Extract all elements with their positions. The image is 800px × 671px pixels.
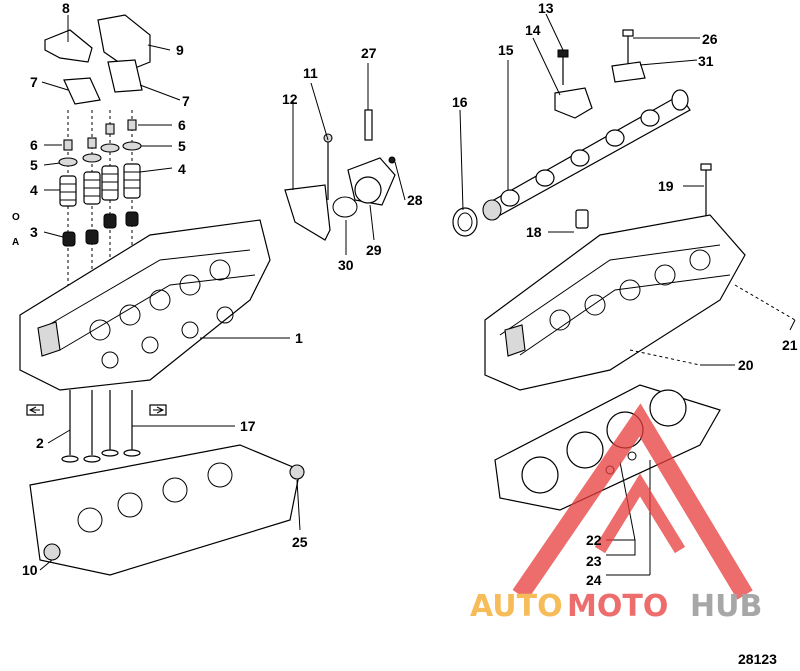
callout-4: 4 — [30, 182, 38, 198]
callout-13: 13 — [538, 0, 554, 16]
callout-23: 23 — [586, 553, 602, 569]
cam-cap-bolts — [554, 29, 712, 235]
cam-seal — [452, 207, 478, 237]
callout-19: 19 — [658, 178, 674, 194]
callout-15: 15 — [498, 42, 514, 58]
timing-bracket — [284, 109, 396, 241]
callout-5: 5 — [30, 157, 38, 173]
callout-2: 2 — [36, 435, 44, 451]
watermark-moto: MOTO — [567, 589, 668, 624]
callout-22: 22 — [586, 532, 602, 548]
callout-6: 6 — [30, 137, 38, 153]
callout-30: 30 — [338, 257, 354, 273]
callout-29: 29 — [366, 242, 382, 258]
leader-lines — [39, 13, 796, 576]
callout-17: 17 — [240, 418, 256, 434]
callout-20: 20 — [738, 357, 754, 373]
callout-11: 11 — [303, 65, 318, 81]
watermark-logo: AUTO MOTO HUB — [470, 403, 762, 624]
callout-25: 25 — [292, 534, 308, 550]
callout-5: 5 — [178, 138, 186, 154]
valves — [26, 390, 167, 463]
callout-27: 27 — [361, 45, 377, 61]
callout-7: 7 — [182, 93, 190, 109]
watermark-auto: AUTO — [470, 589, 563, 624]
callout-9: 9 — [176, 42, 184, 58]
callout-labels: 8 9 7 7 6 6 5 5 4 4 3 1 2 17 10 25 11 12… — [12, 0, 798, 667]
callout-6: 6 — [178, 117, 186, 133]
callout-12: 12 — [282, 91, 298, 107]
rocker-arms — [44, 14, 151, 105]
watermark-hub: HUB — [690, 589, 762, 624]
callout-4: 4 — [178, 161, 186, 177]
callout-7: 7 — [30, 74, 38, 90]
cylinder-head-right — [484, 214, 796, 391]
callout-24: 24 — [586, 572, 602, 588]
callout-18: 18 — [526, 224, 542, 240]
callout-1: 1 — [295, 330, 303, 346]
callout-14: 14 — [525, 22, 541, 38]
callout-10: 10 — [22, 562, 38, 578]
callout-16: 16 — [452, 94, 468, 110]
callout-21: 21 — [782, 337, 798, 353]
valve-spring-stack — [58, 110, 142, 285]
callout-3: 3 — [30, 224, 38, 240]
cylinder-head-underside — [29, 444, 305, 576]
callout-28: 28 — [407, 192, 423, 208]
camshaft — [482, 89, 691, 221]
mark-o: O — [12, 212, 20, 223]
mark-a: A — [12, 237, 19, 248]
callout-26: 26 — [702, 31, 718, 47]
cylinder-head-left — [19, 219, 271, 391]
callout-31: 31 — [698, 53, 714, 69]
figure-number: 28123 — [738, 651, 777, 667]
callout-8: 8 — [62, 0, 70, 16]
